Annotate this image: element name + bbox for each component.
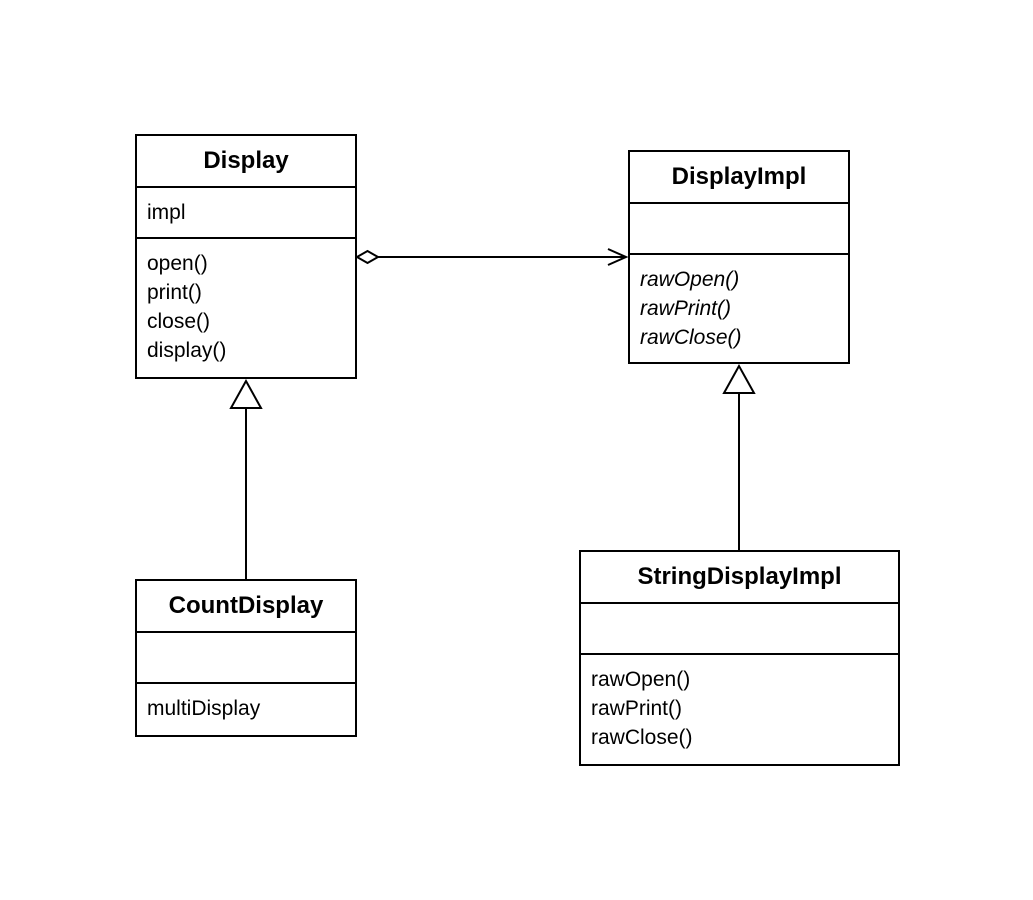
- aggregation-association: [354, 248, 629, 266]
- attributes-compartment: [630, 204, 848, 255]
- attributes-compartment: impl: [137, 188, 355, 239]
- class-count-display: CountDisplay multiDisplay: [135, 579, 357, 737]
- operations-compartment: multiDisplay: [137, 684, 355, 723]
- attributes-compartment: [137, 633, 355, 684]
- operation: close(): [147, 310, 211, 333]
- inheritance-triangle-icon: [229, 378, 263, 409]
- operation: display(): [147, 339, 227, 362]
- class-display: Display impl open() print() close() disp…: [135, 134, 357, 379]
- class-string-display-impl: StringDisplayImpl rawOpen() rawPrint() r…: [579, 550, 900, 766]
- operation: rawPrint(): [591, 697, 683, 720]
- operation: rawOpen(): [591, 668, 691, 691]
- aggregation-diamond-icon: [354, 249, 381, 265]
- abstract-operation: rawClose(): [640, 326, 742, 349]
- operation: print(): [147, 281, 202, 304]
- class-name: StringDisplayImpl: [581, 552, 898, 604]
- generalization-count-display: [229, 378, 263, 579]
- operations-compartment: rawOpen() rawPrint() rawClose(): [581, 655, 898, 752]
- class-name: Display: [137, 136, 355, 188]
- attribute: impl: [147, 200, 186, 224]
- generalization-string-display-impl: [722, 363, 756, 550]
- inheritance-triangle-icon: [722, 363, 756, 394]
- abstract-operation: rawPrint(): [640, 297, 732, 320]
- attributes-compartment: [581, 604, 898, 655]
- class-name: CountDisplay: [137, 581, 355, 633]
- open-arrowhead-icon: [607, 248, 629, 266]
- abstract-operation: rawOpen(): [640, 268, 740, 291]
- class-display-impl: DisplayImpl rawOpen() rawPrint() rawClos…: [628, 150, 850, 364]
- operation: open(): [147, 252, 208, 275]
- operations-compartment: rawOpen() rawPrint() rawClose(): [630, 255, 848, 352]
- operations-compartment: open() print() close() display(): [137, 239, 355, 365]
- operation: rawClose(): [591, 726, 693, 749]
- class-name: DisplayImpl: [630, 152, 848, 204]
- operation: multiDisplay: [147, 697, 261, 720]
